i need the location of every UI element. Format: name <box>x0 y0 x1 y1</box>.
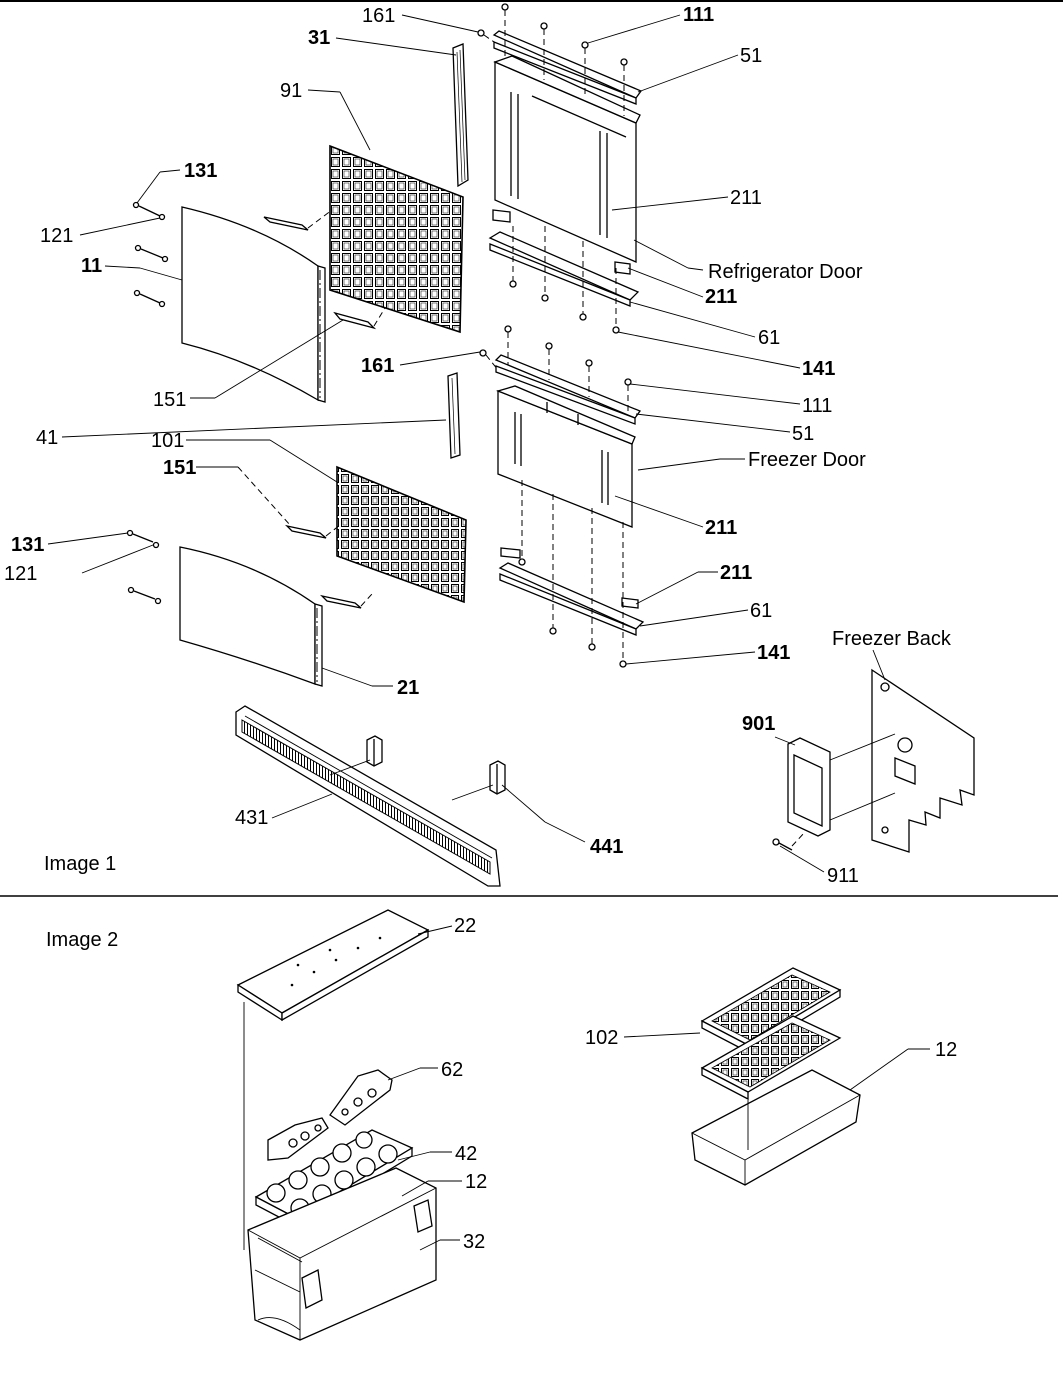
label-refrigerator-door: Refrigerator Door <box>708 261 863 283</box>
callout-12b: 12 <box>465 1171 487 1193</box>
leader-lines-image1 <box>47 14 825 873</box>
freezer-door-assembly <box>494 325 645 668</box>
callout-111b: 111 <box>802 395 832 417</box>
callout-102: 102 <box>585 1027 618 1049</box>
callout-131b: 131 <box>11 534 44 556</box>
part-151-spacers-lower <box>284 524 373 609</box>
label-freezer-door: Freezer Door <box>748 449 866 471</box>
part-41-freezer-gasket-strip <box>447 372 461 459</box>
callout-91: 91 <box>280 80 302 102</box>
callout-211c: 211 <box>705 517 737 539</box>
callout-61b: 61 <box>750 600 772 622</box>
callout-31: 31 <box>308 27 330 49</box>
part-32-bin <box>247 1167 437 1341</box>
callout-21: 21 <box>397 677 419 699</box>
section-title-image2: Image 2 <box>46 929 118 951</box>
part-21-freezer-door-panel <box>179 546 323 687</box>
part-31-gasket-strip <box>452 43 469 188</box>
callout-22: 22 <box>454 915 476 937</box>
callout-211d: 211 <box>720 562 752 584</box>
part-22-shelf-cover <box>236 909 430 1250</box>
callout-161a: 161 <box>362 5 395 27</box>
part-431-grille <box>235 705 501 887</box>
part-161-plug-lower <box>479 349 487 357</box>
part-62-holder <box>267 1069 393 1161</box>
callout-51b: 51 <box>792 423 814 445</box>
part-131-121-screws-upper <box>132 201 169 308</box>
part-151-spacers-upper <box>263 209 386 330</box>
part-131-121-screws-lower <box>126 529 162 605</box>
callout-121a: 121 <box>40 225 73 247</box>
part-12-ice-bin <box>691 1069 861 1186</box>
freezer-back-panel <box>772 649 975 853</box>
callout-131a: 131 <box>184 160 217 182</box>
callout-211b: 211 <box>705 286 737 308</box>
callout-labels-image1: 161 111 31 51 91 131 211 121 11 Refriger… <box>4 4 952 887</box>
part-441-clips <box>329 735 506 801</box>
refrigerator-door-assembly <box>488 3 643 334</box>
callout-11: 11 <box>81 255 102 277</box>
section-title-image1: Image 1 <box>44 853 116 875</box>
callout-141b: 141 <box>757 642 790 664</box>
callout-911: 911 <box>827 865 859 887</box>
callout-141a: 141 <box>802 358 835 380</box>
part-91-door-liner-grid <box>329 144 464 334</box>
label-freezer-back: Freezer Back <box>832 628 952 650</box>
callout-61a: 61 <box>758 327 780 349</box>
part-161-plug-upper <box>477 29 485 37</box>
callout-441: 441 <box>590 836 623 858</box>
callout-41: 41 <box>36 427 58 449</box>
callout-labels-image2: 22 102 12 62 42 12 32 <box>441 915 957 1253</box>
part-101-freezer-liner-grid <box>336 465 467 604</box>
callout-431: 431 <box>235 807 268 829</box>
callout-101: 101 <box>151 430 184 452</box>
callout-151a: 151 <box>153 389 186 411</box>
callout-51a: 51 <box>740 45 762 67</box>
part-102-ice-trays <box>700 967 842 1101</box>
callout-151b: 151 <box>163 457 196 479</box>
leader-lines-image2 <box>387 925 930 1251</box>
part-11-refrigerator-door-panel <box>181 206 326 403</box>
callout-211a: 211 <box>730 187 762 209</box>
callout-111a: 111 <box>683 4 714 26</box>
callout-121b: 121 <box>4 563 37 585</box>
callout-12a: 12 <box>935 1039 957 1061</box>
callout-161b: 161 <box>361 355 394 377</box>
callout-32: 32 <box>463 1231 485 1253</box>
callout-42: 42 <box>455 1143 477 1165</box>
callout-901: 901 <box>742 713 775 735</box>
callout-62: 62 <box>441 1059 463 1081</box>
